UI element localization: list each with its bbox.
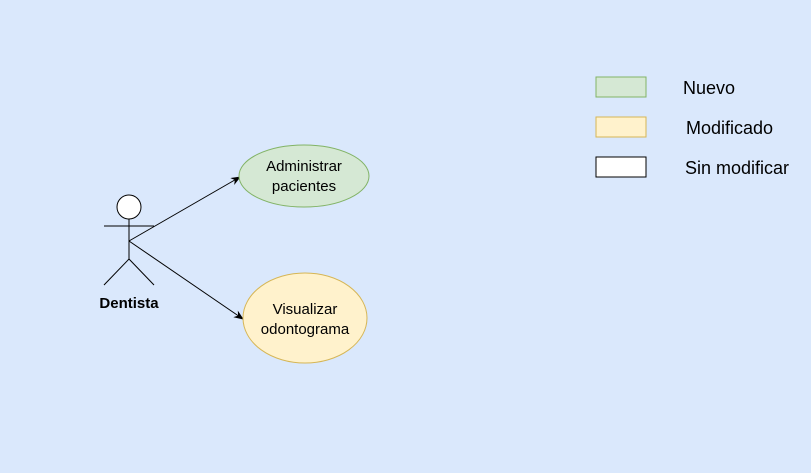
legend-swatch-unmodified — [595, 156, 647, 178]
use-case-label-line1: Administrar — [266, 158, 342, 175]
use-case-label-line2: pacientes — [272, 178, 336, 195]
legend-label: Nuevo — [683, 78, 735, 98]
legend-item-modificado: Modificado — [595, 116, 773, 138]
actor-right-leg — [128, 258, 155, 286]
legend: Nuevo Modificado Sin modificar — [595, 76, 789, 178]
legend-swatch-new — [595, 76, 647, 98]
use-case-ellipse — [238, 144, 370, 208]
actor-head — [116, 194, 142, 220]
actor-label: Dentista — [99, 295, 159, 312]
association-visualizar-odontograma[interactable] — [128, 240, 244, 320]
legend-label: Modificado — [686, 118, 773, 138]
use-case-label-line1: Visualizar — [273, 301, 338, 318]
use-case-ellipse — [242, 272, 368, 364]
association-administrar-pacientes[interactable] — [128, 176, 241, 242]
legend-swatch-modified — [595, 116, 647, 138]
actor-left-leg — [103, 258, 130, 286]
legend-item-nuevo: Nuevo — [595, 76, 735, 98]
actor-dentista[interactable]: Dentista — [99, 194, 159, 312]
use-case-administrar-pacientes[interactable]: Administrar pacientes — [238, 144, 370, 208]
legend-label: Sin modificar — [685, 158, 789, 178]
use-case-visualizar-odontograma[interactable]: Visualizar odontograma — [242, 272, 368, 364]
use-case-label-line2: odontograma — [261, 321, 350, 338]
legend-item-sin-modificar: Sin modificar — [595, 156, 789, 178]
